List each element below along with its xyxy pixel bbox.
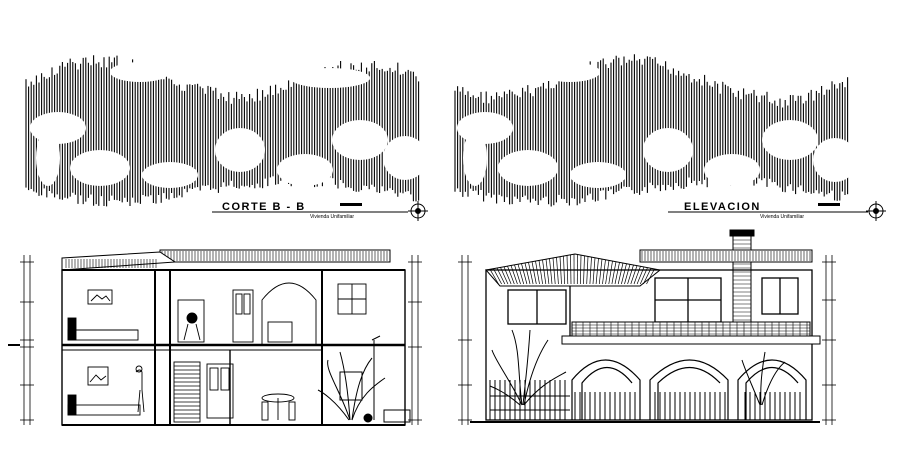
brick-band: [561, 321, 821, 345]
picket-fence: [489, 380, 801, 420]
elevation-tree-gaps: [457, 62, 857, 188]
section-plant-icon: [317, 335, 411, 423]
elevation-target-symbol: [866, 201, 886, 221]
elevation-subtitle: Vivienda Unifamiliar: [760, 214, 804, 220]
bed-icon: [67, 404, 141, 416]
section-dimension-rails: [8, 255, 422, 425]
elevation-title-bar: [818, 203, 840, 206]
picture-frame-icon: [87, 366, 109, 386]
picture-frame-icon: [87, 289, 113, 305]
door-icon: [206, 363, 234, 419]
elevation-roof: [485, 249, 813, 287]
section-upper-room: [67, 282, 367, 345]
chimney: [729, 229, 755, 329]
section-title-bar: [340, 203, 362, 206]
section-title: CORTE B - B: [222, 201, 306, 213]
arcade-arches: [571, 359, 807, 420]
arch-opening: [261, 282, 317, 345]
section-subtitle: Vivienda Unifamiliar: [310, 214, 354, 220]
section-walls: [61, 269, 406, 426]
section-target-symbol: [408, 201, 428, 221]
elevation-drawing: ELEVACION Vivienda Unifamiliar: [454, 54, 886, 425]
section-roof: [61, 249, 405, 271]
staircase: [173, 361, 201, 423]
section-drawing: CORTE B - B Vivienda Unifamiliar: [8, 55, 428, 426]
section-lower-room: [67, 361, 296, 423]
elevation-title: ELEVACION: [684, 201, 761, 213]
elevation-dimension-rails: [458, 255, 836, 425]
bed-icon: [67, 329, 139, 341]
elevation-walls: [485, 269, 813, 421]
person-figure-icon: [186, 312, 198, 324]
palm-plant-icon: [489, 329, 786, 406]
section-tree-gaps: [30, 62, 427, 188]
door-icon: [232, 289, 254, 343]
